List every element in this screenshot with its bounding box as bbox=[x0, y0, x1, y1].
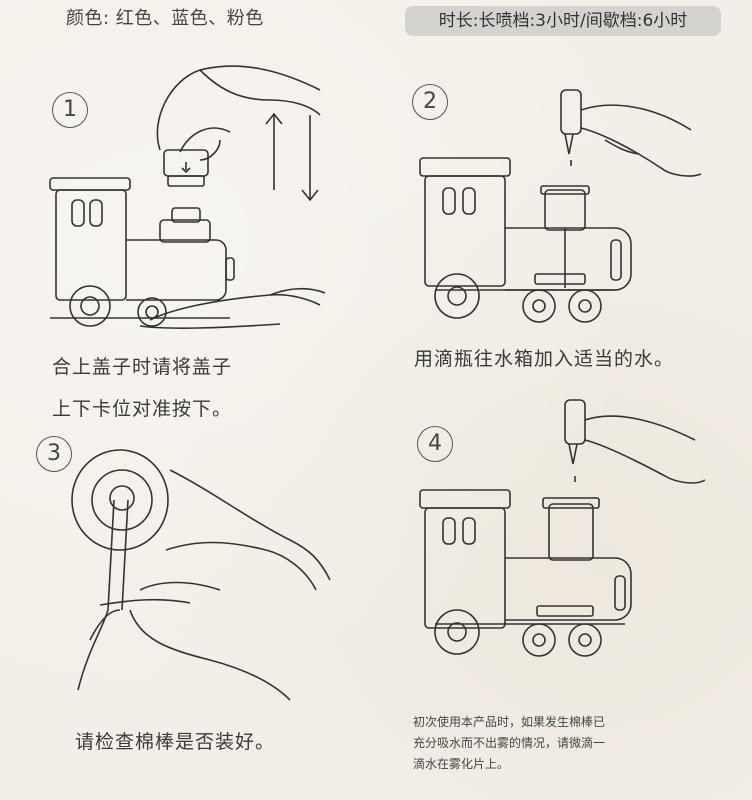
step-3-number: 3 bbox=[36, 436, 72, 472]
color-options-text: 颜色: 红色、蓝色、粉色 bbox=[66, 4, 264, 30]
note-line-2: 充分吸水而不出雾的情况，请微滴一 bbox=[413, 733, 653, 754]
step-3-caption: 请检查棉棒是否装好。 bbox=[75, 727, 275, 754]
duration-badge: 时长:长喷档:3小时/间歇档:6小时 bbox=[405, 6, 721, 36]
note-line-3: 滴水在雾化片上。 bbox=[413, 754, 653, 775]
step-4-drop-water-illustration bbox=[415, 400, 715, 670]
step-1-caption-line-1: 合上盖子时请将盖子 bbox=[52, 352, 232, 379]
step-1-train-lid-illustration bbox=[40, 40, 340, 340]
first-use-note: 初次使用本产品时，如果发生棉棒已 充分吸水而不出雾的情况，请微滴一 滴水在雾化片… bbox=[413, 712, 653, 775]
step-2-dropper-train-illustration bbox=[415, 80, 715, 330]
step-2-caption: 用滴瓶往水箱加入适当的水。 bbox=[414, 344, 674, 371]
step-1-caption-line-2: 上下卡位对准按下。 bbox=[52, 394, 232, 421]
note-line-1: 初次使用本产品时，如果发生棉棒已 bbox=[413, 712, 653, 733]
step-3-cotton-swab-illustration bbox=[70, 440, 350, 710]
